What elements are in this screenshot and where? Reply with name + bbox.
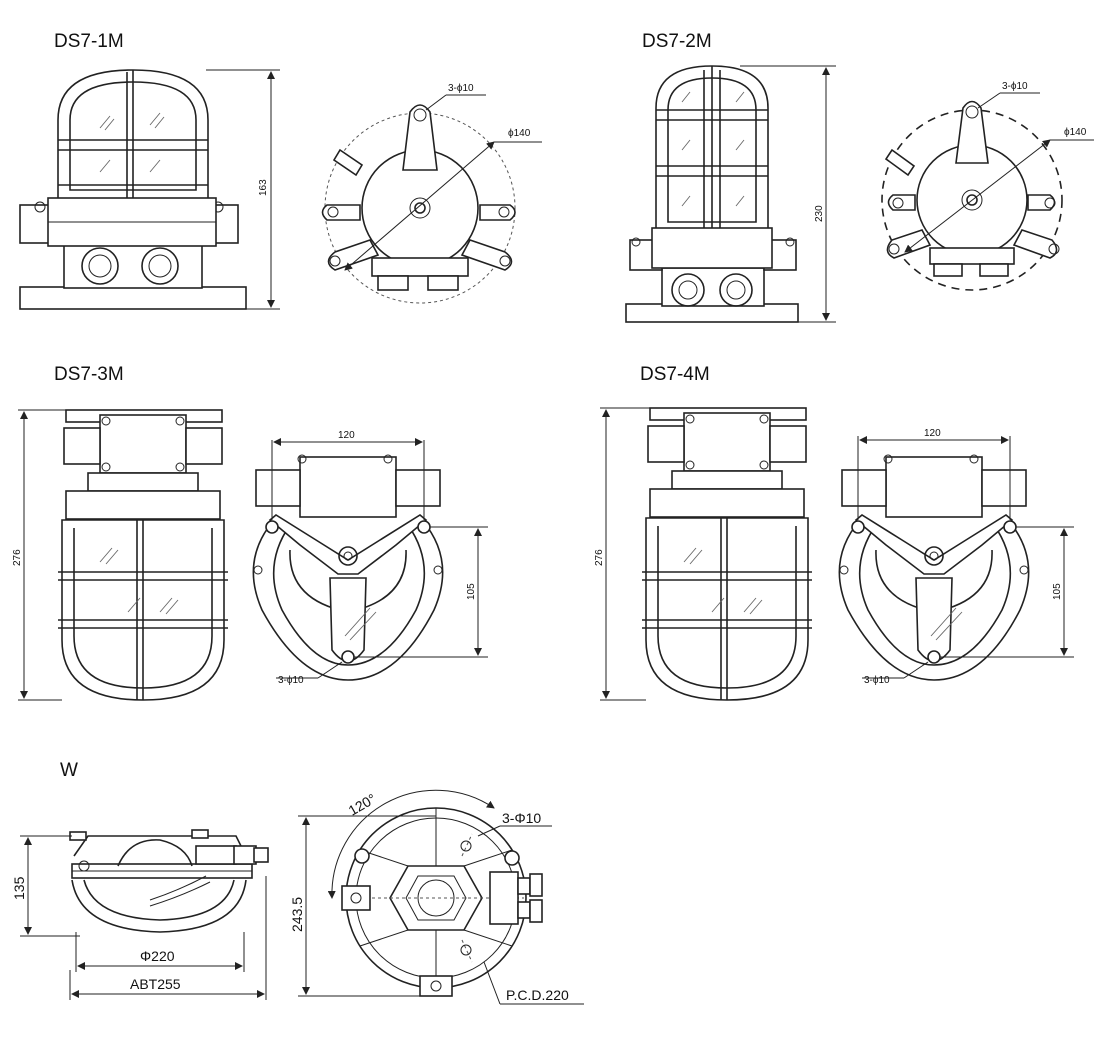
dim-w-angle: 120° [346,790,379,818]
dim-ds7-3m-width: 120 [338,430,355,441]
dim-w-pcd: P.C.D.220 [506,987,569,1003]
dim-ds7-2m-holes: 3-ϕ10 [1002,81,1028,92]
dim-ds7-2m-diameter: ϕ140 [1064,127,1087,138]
dim-w-height2: 243.5 [289,897,305,932]
dim-ds7-4m-vertical: 105 [1052,583,1063,600]
dim-ds7-2m-height: 230 [814,205,825,222]
title-ds7-2m: DS7-2M [642,31,712,52]
title-ds7-3m: DS7-3M [54,364,124,385]
w-side-view: 135 Φ220 ABT255 [11,829,269,1000]
ds7-2m-side-view: 230 [625,65,836,323]
dim-w-height: 135 [11,876,27,900]
title-ds7-4m: DS7-4M [640,364,710,385]
title-ds7-1m: DS7-1M [54,31,124,52]
dim-ds7-4m-width: 120 [924,428,941,439]
ds7-4m-side-view: 276 [594,407,812,701]
ds7-1m-top-view: ϕ140 3-ϕ10 [321,83,542,304]
ds7-1m-side-view: 163 [19,69,280,310]
w-top-view: 120° 3-Φ10 243.5 P.C.D.220 [289,789,584,1005]
ds7-3m-side-view: 276 [12,409,228,701]
dim-w-diameter: Φ220 [140,948,175,964]
dim-w-holes: 3-Φ10 [502,810,541,826]
ds7-4m-top-view: 120 105 3-ϕ10 [838,428,1074,686]
dim-ds7-4m-holes: 3-ϕ10 [864,675,890,686]
dim-ds7-1m-height: 163 [258,179,269,196]
dim-ds7-3m-holes: 3-ϕ10 [278,675,304,686]
dim-ds7-1m-holes: 3-ϕ10 [448,83,474,94]
dim-ds7-4m-height: 276 [594,549,605,566]
dim-ds7-1m-diameter: ϕ140 [508,128,531,139]
dim-w-abt: ABT255 [130,976,181,992]
title-w: W [60,760,78,781]
ds7-3m-top-view: 120 105 3-ϕ10 [252,430,488,686]
ds7-2m-top-view: ϕ140 3-ϕ10 [881,81,1094,291]
dim-ds7-3m-height: 276 [12,549,23,566]
dim-ds7-3m-vertical: 105 [466,583,477,600]
